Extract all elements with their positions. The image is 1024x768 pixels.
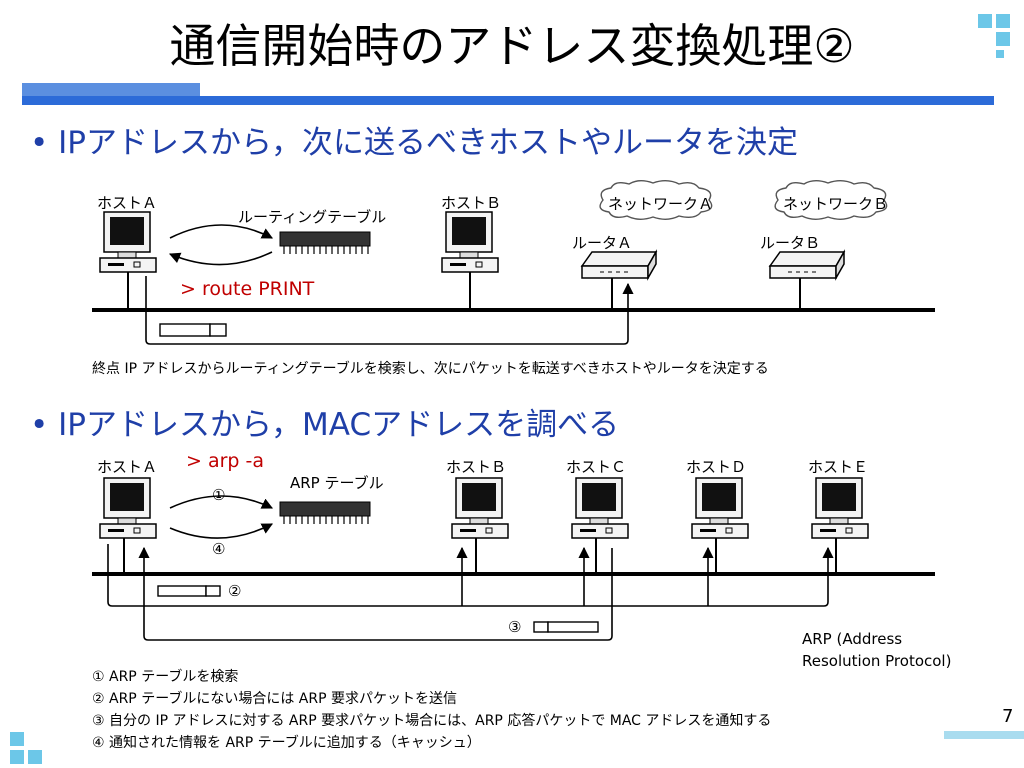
corner-decoration-top-right (996, 50, 1004, 58)
arp-request-broadcast (107, 544, 834, 607)
router-a-icon (581, 251, 657, 279)
arp-update-arrow (169, 523, 273, 539)
arp-acronym-note: ARP (Address Resolution Protocol) (802, 630, 952, 670)
arp-request-packet-icon (157, 585, 207, 597)
host-d-label: ホストＤ (686, 458, 747, 476)
corner-decoration-bottom-left (10, 750, 24, 764)
corner-decoration-top-right (996, 14, 1010, 28)
title-underline-accent (22, 83, 200, 96)
host-e-label: ホストＥ (808, 458, 869, 476)
host-a2-computer-icon (99, 477, 157, 539)
host-c-computer-icon (571, 477, 629, 539)
bullet-1-text: IPアドレスから，次に送るべきホストやルータを決定 (58, 125, 799, 161)
step3-marker: ③ (508, 618, 522, 636)
bullet-2: • IPアドレスから，MACアドレスを調べる (30, 406, 619, 444)
footer-accent-bar (944, 731, 1024, 739)
host-b2-computer-icon (451, 477, 509, 539)
host-c-label: ホストＣ (566, 458, 627, 476)
host-e-computer-icon (811, 477, 869, 539)
host-a2-label: ホストＡ (97, 458, 158, 476)
step2-marker: ② (228, 582, 242, 600)
list-item: ② ARP テーブルにない場合には ARP 要求パケットを送信 (92, 691, 458, 707)
packet-icon (159, 323, 211, 337)
arp-steps-list: ① ARP テーブルを検索 ② ARP テーブルにない場合には ARP 要求パケ… (92, 666, 771, 754)
corner-decoration-bottom-left (10, 732, 24, 746)
step4-marker: ④ (212, 540, 226, 558)
arp-table-label: ARP テーブル (290, 474, 384, 492)
slide-title: 通信開始時のアドレス変換処理② (169, 19, 855, 73)
host-b2-label: ホストＢ (446, 458, 507, 476)
list-item: ④ 通知された情報を ARP テーブルに追加する（キャッシュ） (92, 735, 481, 751)
arp-reply-path (138, 546, 613, 641)
lookup-arrow-back (168, 251, 273, 266)
host-b-label: ホストＢ (441, 194, 502, 212)
routing-table-chip-icon (279, 231, 371, 255)
arp-table-chip-icon (279, 501, 371, 525)
lookup-arrow-out (169, 224, 273, 239)
corner-decoration-top-right (996, 32, 1010, 46)
step1-marker: ① (212, 486, 226, 504)
bullet-1: • IPアドレスから，次に送るべきホストやルータを決定 (30, 124, 798, 162)
corner-decoration-bottom-left (28, 750, 42, 764)
page-number: 7 (1002, 706, 1014, 727)
arp-reply-packet-icon (533, 621, 549, 633)
packet-route-1 (145, 276, 634, 345)
host-d-computer-icon (691, 477, 749, 539)
host-a-computer-icon (99, 211, 157, 273)
bullet-dot: • (30, 407, 59, 443)
network-a-label: ネットワークＡ (608, 195, 714, 213)
network-b-label: ネットワークＢ (783, 195, 889, 213)
list-item: ③ 自分の IP アドレスに対する ARP 要求パケット場合には、ARP 応答パ… (92, 713, 772, 729)
host-b-computer-icon (441, 211, 499, 273)
corner-decoration-top-right (978, 14, 992, 28)
router-b-label: ルータＢ (760, 234, 821, 252)
list-item: ① ARP テーブルを検索 (92, 669, 239, 685)
arp-lookup-arrow (169, 495, 274, 509)
section1-caption: 終点 IP アドレスからルーティングテーブルを検索し、次にパケットを転送すべきホ… (92, 361, 769, 377)
title-underline (22, 96, 994, 105)
arp-command: > arp -a (186, 450, 265, 472)
bullet-2-text: IPアドレスから，MACアドレスを調べる (58, 407, 620, 443)
route-print-command: > route PRINT (180, 278, 315, 300)
router-a-label: ルータＡ (572, 234, 633, 252)
routing-table-label: ルーティングテーブル (238, 208, 387, 226)
bullet-dot: • (30, 125, 59, 161)
router-b-icon (769, 251, 845, 279)
host-a-label: ホストＡ (97, 194, 158, 212)
